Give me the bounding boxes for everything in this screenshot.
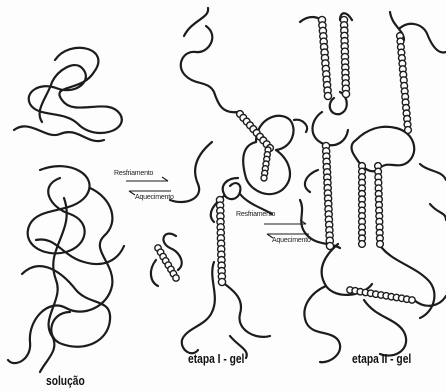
heating-label-2: Aquecimento <box>272 237 311 244</box>
helix-stage2-mid-b <box>375 163 384 248</box>
helix-stage2-mid-a <box>359 163 366 248</box>
heating-label-1: Aquecimento <box>135 194 174 201</box>
helix-stage2-col2 <box>340 16 349 97</box>
helix-stage2-diag <box>397 33 412 134</box>
helix-stage1-right <box>261 147 271 181</box>
cooling-label-2: Resfriamento <box>236 211 275 218</box>
solution-coils <box>8 48 124 372</box>
helix-stage1-upper <box>237 111 274 152</box>
helix-stage2-left-long <box>322 142 333 249</box>
cooling-label-1: Resfriamento <box>114 170 153 177</box>
stage1-label: etapa I - gel <box>188 352 244 366</box>
helix-stage1-vertical <box>216 196 225 285</box>
stage2-label: etapa II - gel <box>352 352 411 366</box>
helix-stage2-bottom <box>347 287 415 303</box>
equilibrium-arrows-1 <box>126 177 171 195</box>
solution-label: solução <box>46 374 85 388</box>
stage1-network <box>151 8 307 358</box>
helix-stage2-col1 <box>318 16 331 99</box>
